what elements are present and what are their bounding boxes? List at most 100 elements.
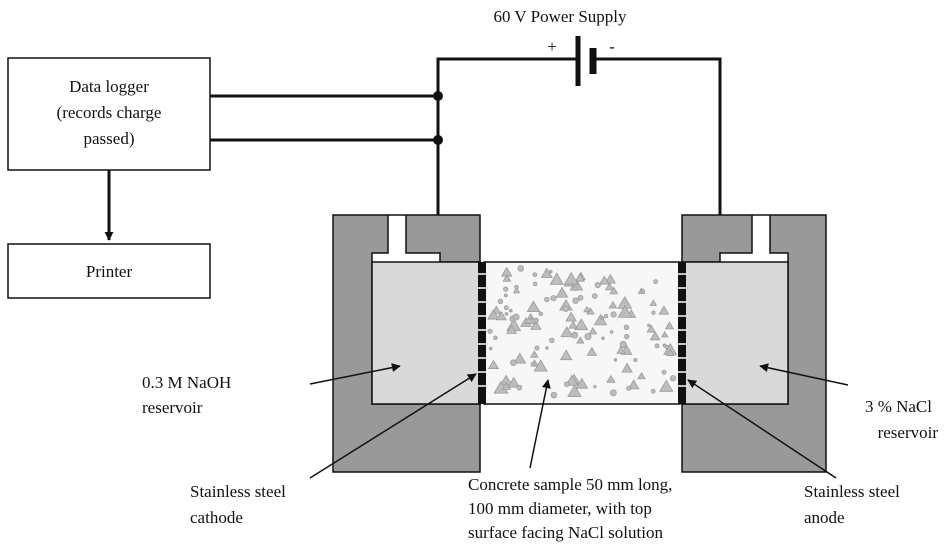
aggregate-dot [533,317,539,323]
aggregate-dot [624,333,630,340]
aggregate-dot [487,328,493,334]
aggregate-dot [623,324,630,331]
printer-box: Printer [7,243,211,299]
aggregate-dot [550,295,557,302]
aggregate-dot [545,346,549,350]
aggregate-particle [604,273,617,284]
nacl-reservoir-fluid [681,261,789,405]
naoh-pointer-arrow [309,363,401,385]
aggregate-dot [591,293,598,299]
sample-pointer-arrow [529,379,551,469]
cathode-pointer-arrow [309,373,477,479]
aggregate-particle [506,324,517,334]
aggregate-particle [583,305,591,313]
aggregate-particle [568,320,578,329]
right-cell [681,214,827,473]
sample-label-line3: surface facing NaCl solution [468,523,663,542]
aggregate-particle [549,272,564,285]
aggregate-dot [610,311,617,318]
aggregate-particle [487,309,500,320]
naoh-reservoir-fluid [371,261,481,405]
junction-dot-lower [433,135,443,145]
aggregate-particle [637,371,646,380]
aggregate-dot [572,285,578,291]
aggregate-dot [572,297,579,304]
aggregate-particle [608,300,618,309]
aggregate-particle [574,272,586,282]
aggregate-particle [609,286,619,295]
aggregate-dot [550,391,558,399]
aggregate-particle [555,286,569,298]
aggregate-particle [559,349,573,361]
aggregate-particle [664,321,675,330]
data-logger-line3: passed) [84,129,135,148]
aggregate-dot [594,282,601,289]
sample-label-line1: Concrete sample 50 mm long, [468,475,672,494]
aggregate-dot [647,323,651,328]
data-logger-line1: Data logger [69,77,149,96]
aggregate-particle [586,346,598,356]
cathode-electrode [478,262,486,404]
aggregate-dot [510,359,517,367]
aggregate-particle [495,310,507,321]
nacl-label-line2: reservoir [878,423,939,442]
aggregate-dot [504,312,509,316]
battery-icon [575,36,597,86]
aggregate-dot [508,308,513,313]
anode-label-line2: anode [804,508,845,527]
aggregate-particle [513,352,527,364]
power-supply-label: 60 V Power Supply [493,7,627,26]
concrete-sample [483,261,681,405]
aggregate-dot [544,296,550,303]
aggregate-particle [658,305,670,315]
aggregate-dot [662,343,667,348]
aggregate-dot [516,384,523,391]
aggregate-dot [564,381,570,387]
naoh-label-line1: 0.3 M NaOH [142,373,231,392]
aggregate-particle [576,336,585,344]
aggregate-particle [627,379,640,390]
aggregate-dot [549,337,555,344]
nacl-pointer-arrow [759,363,849,386]
aggregate-particle [540,267,553,278]
anode-electrode [678,262,686,404]
battery-plus-sign: + [547,37,557,56]
aggregate-dot [549,269,553,274]
data-logger-box: Data logger (records charge passed) [7,57,211,171]
aggregate-dot [593,385,597,389]
aggregate-particle [529,350,539,358]
aggregate-dot [514,284,519,290]
aggregate-dot [603,313,609,319]
aggregate-particle [593,313,608,326]
aggregate-dot [532,272,538,277]
aggregate-dot [562,305,570,312]
aggregate-particle [606,374,616,383]
aggregate-dot [601,336,605,340]
aggregate-dot [517,265,525,272]
aggregate-dot [584,333,592,341]
aggregate-dot [640,288,646,294]
nacl-label-line1: 3 % NaCl [865,397,932,416]
aggregate-dot [613,358,618,362]
aggregate-particle [575,377,589,389]
aggregate-particle [526,300,541,313]
aggregate-particle [533,359,548,372]
aggregate-dot [609,330,614,334]
cathode-label-line1: Stainless steel [190,482,286,501]
sample-label-line2: 100 mm diameter, with top [468,499,652,518]
aggregate-dot [626,385,632,391]
aggregate-particle [560,326,574,338]
aggregate-particle [659,379,674,392]
aggregate-dot [503,293,508,298]
junction-dot-upper [433,91,443,101]
aggregate-particle [507,376,520,388]
aggregate-particle [512,286,521,294]
aggregate-particle [665,348,675,356]
aggregate-dot [650,388,656,394]
aggregate-particle [621,362,633,373]
aggregate-particle [574,318,589,331]
battery-minus-sign: - [609,37,615,56]
aggregate-particle [649,331,661,341]
naoh-label-line2: reservoir [142,398,203,417]
